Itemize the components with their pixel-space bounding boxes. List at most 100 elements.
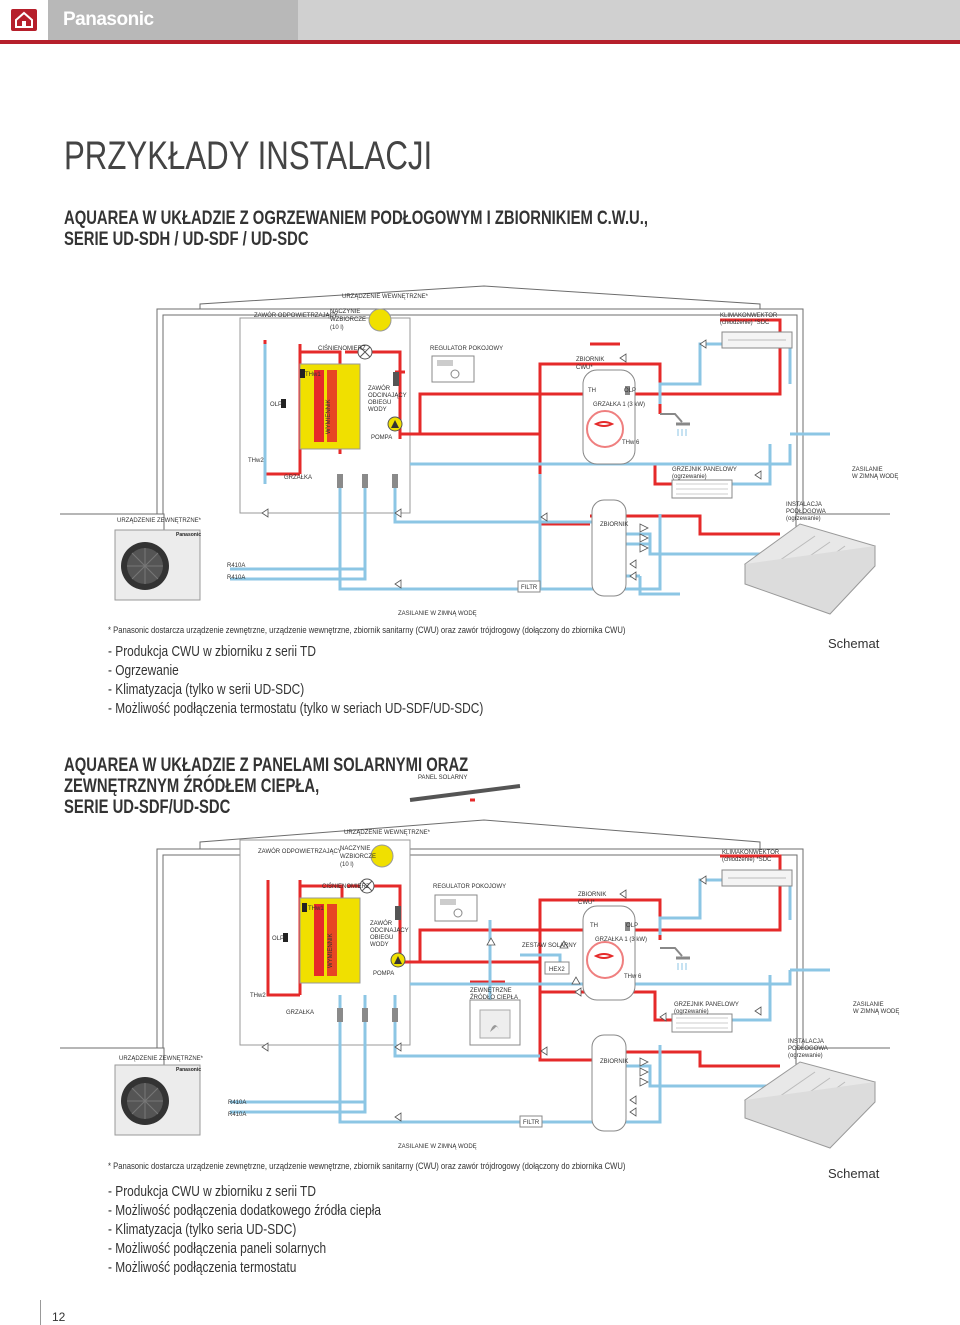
feature-item: - Klimatyzacja (tylko seria UD-SDC) [108,1222,297,1238]
th-label: TH [588,388,596,394]
buffer-tank [591,499,627,597]
outdoor-unit-brand: Panasonic [176,1067,201,1073]
manometer-label: CIŚNIENOMIERZ [322,882,370,890]
floor-heating-label-line: PODŁOGOWA [788,1046,828,1052]
exchanger-coil-hot [314,370,324,442]
cold-water-top-label-line: W ZIMNĄ WODĘ [853,1009,899,1015]
expansion-tank [368,308,392,332]
r410a-label: R410A [227,563,245,569]
dhw-tank-label-line: CWU* [578,900,595,906]
section-2-title: AQUAREA W UKŁADZIE Z PANELAMI SOLARNYMI … [64,755,468,818]
shutoff-valve-label-line: OBIEGU [368,400,391,406]
filter-label: FILTR [523,1120,540,1126]
indoor-unit-label: URZĄDZENIE WEWNĘTRZNE* [344,830,431,836]
expansion-tank [370,844,394,868]
feature-item: - Możliwość podłączenia paneli solarnych [108,1241,327,1257]
feature-item: - Klimatyzacja (tylko w serii UD-SDC) [108,682,305,698]
fan-coil-label-line: KLIMAKONWEKTOR [720,313,778,319]
thw2-label: THw2 [248,458,264,464]
vent-valve-label: ZAWÓR ODPOWIETRZAJĄCY [254,312,338,319]
cold-pipes [230,342,830,596]
tank-heater-label: GRZAŁKA 1 (3 kW) [595,937,647,943]
hot-pipes [266,798,782,1068]
section-2-title-line: AQUAREA W UKŁADZIE Z PANELAMI SOLARNYMI … [64,755,469,776]
shutoff-valve-label-line: ZAWÓR [368,385,391,392]
radiator-label-line: GRZEJNIK PANELOWY [674,1002,739,1008]
manometer-label: CIŚNIENOMIERZ [318,344,366,352]
thw6-label: THw 6 [624,974,642,980]
cold-water-top-label-line: W ZIMNĄ WODĘ [852,474,898,480]
feature-item: - Ogrzewanie [108,663,179,679]
expansion-tank-label-line: (10 l) [340,862,354,868]
exchanger-label: WYMIENNIK [328,933,334,968]
floor-heating-label-line: INSTALACJA [788,1039,824,1045]
vent-valve-label: ZAWÓR ODPOWIETRZAJĄCY [258,848,342,855]
tank-olp-label: OLP [626,923,638,929]
dhw-tank [582,369,636,465]
home-icon [11,9,37,31]
section-1-title-line: SERIE UD-SDH / UD-SDF / UD-SDC [64,229,309,250]
roof-line [199,285,761,312]
floor-heating-label-line: INSTALACJA [786,502,822,508]
dhw-tank-label-line: ZBIORNIK [576,357,604,363]
feature-item: - Możliwość podłączenia termostatu (tylk… [108,701,484,717]
expansion-tank-label-line: WZBIORCZE [340,854,376,860]
feature-list-2: - Produkcja CWU w zbiorniku z serii TD -… [108,1183,381,1278]
heater-label: GRZAŁKA [284,475,312,481]
radiator-label-line: (ogrzewanie) [672,474,707,480]
valves [261,339,762,589]
shutoff-valve-label-line: ODCINAJĄCY [370,928,409,934]
external-source-label-line: ŹRÓDŁO CIEPŁA [470,994,518,1001]
solar-panel [409,784,521,802]
hex2-box [544,961,570,975]
shower-icon [660,413,683,423]
cold-water-top-label-line: ZASILANIE [852,467,883,473]
expansion-tank-label-line: (10 l) [330,325,344,331]
solar-panel-label: PANEL SOLARNY [418,775,467,781]
heater-label: GRZAŁKA [286,1010,314,1016]
installation-diagram-2: WYMIENNIK Panasonic PANEL SOLARNY [60,775,899,1150]
section-1-title-line: AQUAREA W UKŁADZIE Z OGRZEWANIEM PODŁOGO… [64,208,649,229]
expansion-tank-label-line: NACZYNIE [340,846,370,852]
feature-list-1: - Produkcja CWU w zbiorniku z serii TD -… [108,643,483,719]
shutoff-valve-label-line: WODY [368,407,387,413]
fan-coil-label-line: KLIMAKONWEKTOR [722,850,780,856]
shower-icon [660,947,683,957]
outdoor-unit-label: URZĄDZENIE ZEWNĘTRZNE* [119,1056,204,1062]
solar-kit-label: ZESTAW SOLARNY [522,943,577,949]
external-source-label-line: ZEWNĘTRZNE [470,988,512,994]
pump-label: POMPA [371,435,392,441]
buffer-tank-label: ZBIORNIK [600,522,628,528]
header-bar: Panasonic [0,0,960,40]
floor-heating-label-line: (ogrzewanie) [788,1053,823,1059]
outdoor-unit-label: URZĄDZENIE ZEWNĘTRZNE* [117,518,202,524]
footnote-1: * Panasonic dostarcza urządzenie zewnętr… [108,625,626,635]
tank-olp-label: OLP [624,388,636,394]
radiator-label-line: GRZEJNIK PANELOWY [672,467,737,473]
buffer-tank-label: ZBIORNIK [600,1059,628,1065]
buffer-tank [591,1034,627,1132]
shutoff-valve-label-line: ODCINAJĄCY [368,393,407,399]
fan-coil-label-line: (chłodzenie) *SDC [720,320,770,326]
dhw-tank-label-line: ZBIORNIK [578,892,606,898]
r410a-label: R410A [227,575,245,581]
shutoff-valve-label-line: ZAWÓR [370,920,393,927]
hex2-label: HEX2 [549,967,565,973]
house-wall-inner [157,309,803,514]
home-button[interactable] [0,0,48,40]
feature-item: - Produkcja CWU w zbiorniku z serii TD [108,1184,316,1200]
floor-heating-label-line: PODŁOGOWA [786,509,826,515]
thw1-label: THw1 [305,372,321,378]
fan-coil-label-line: (chłodzenie) *SDC [722,857,772,863]
schemat-label-2: Schemat [828,1166,880,1181]
radiator-label-line: (ogrzewanie) [674,1009,709,1015]
brand-band [48,0,298,40]
dhw-tank-label-line: CWU* [576,365,593,371]
feature-item: - Możliwość podłączenia dodatkowego źród… [108,1203,381,1219]
section-2-title-line: ZEWNĘTRZNYM ŹRÓDŁEM CIEPŁA, [64,776,320,797]
filter-label: FILTR [521,585,538,591]
exchanger-label: WYMIENNIK [326,399,332,434]
floor-heating-label-line: (ogrzewanie) [786,516,821,522]
page-title: PRZYKŁADY INSTALACJI [64,134,433,178]
expansion-tank-label-line: WZBIORCZE [330,317,366,323]
